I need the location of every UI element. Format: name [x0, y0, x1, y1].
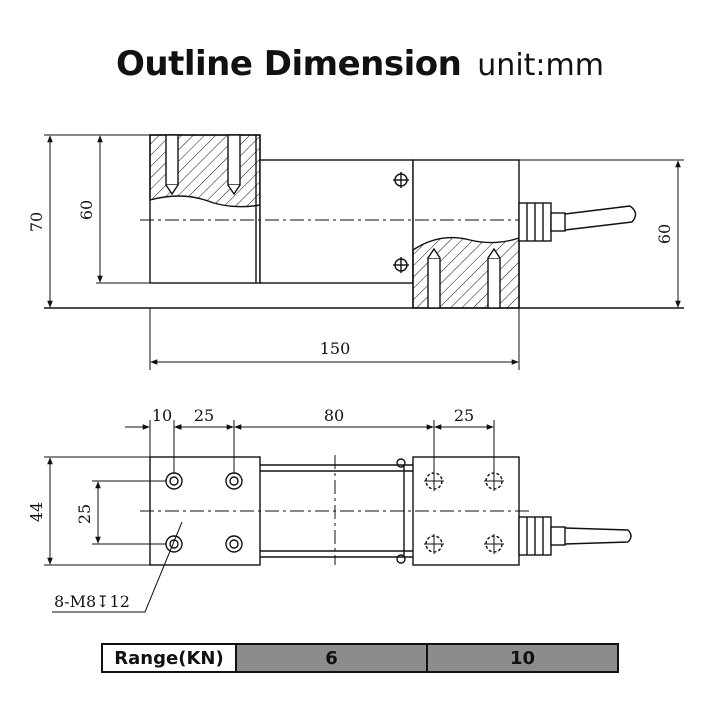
- dim-span-80: 80: [324, 406, 344, 425]
- title: Outline Dimension unit:mm: [0, 44, 720, 84]
- title-unit: unit:mm: [477, 48, 604, 83]
- middle-beam: [259, 159, 414, 284]
- dim-height-total: 70: [27, 212, 46, 232]
- plan-view: [140, 455, 632, 566]
- range-table-header: Range(KN): [103, 645, 237, 671]
- dim-hole-spacing-25: 25: [75, 504, 94, 524]
- title-main: Outline Dimension: [116, 44, 462, 84]
- plan-cable: [564, 527, 632, 545]
- range-value-1: 6: [237, 645, 426, 671]
- dim-hole-25-left: 25: [194, 406, 214, 425]
- hole-left-bottom-2: [225, 535, 243, 553]
- dim-length: 150: [320, 339, 351, 358]
- dim-height-right: 60: [655, 224, 674, 244]
- dim-offset-10: 10: [152, 406, 172, 425]
- range-value-2: 10: [426, 645, 617, 671]
- dim-width-44: 44: [27, 502, 46, 522]
- range-table: Range(KN) 6 10: [101, 643, 619, 673]
- cable: [564, 205, 637, 231]
- dim-hole-25-right: 25: [454, 406, 474, 425]
- dim-height-left: 60: [77, 200, 96, 220]
- side-view: [44, 134, 684, 309]
- hole-callout: 8-M8↧12: [54, 592, 130, 611]
